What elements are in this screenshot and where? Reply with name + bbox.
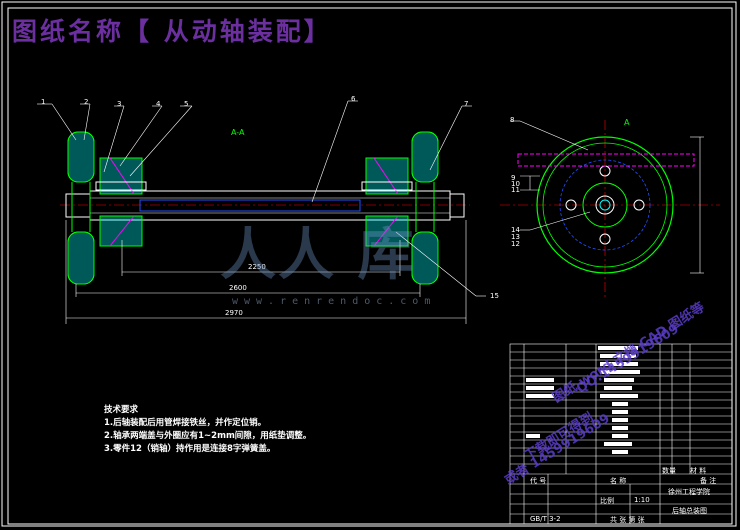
right-wheel-pair [411,131,439,285]
wheel-side-view [500,120,720,300]
blue-shaft-segment [139,199,361,212]
callout-13: 13 [511,233,520,241]
section-label-a-a: A-A [231,128,245,137]
tb-school: 徐州工程学院 [668,488,710,496]
callout-2: 2 [84,98,89,106]
shaft-left-end [65,193,91,218]
note-item-3: 3.零件12（销轴）持作用是连接8字弹簧盖。 [104,444,276,454]
title-block-grid [509,343,733,525]
tb-scale-value: 1:10 [634,496,650,504]
tb-material-label: 材 料 [690,467,707,475]
parts-list-fill [526,346,640,454]
watermark-logo: 人人 库 [220,223,416,288]
dimension-lines [65,220,467,324]
tb-remark-label: 备 注 [700,477,717,485]
callout-8: 8 [510,116,515,124]
right-bearing-housing [361,157,413,247]
note-item-2: 2.轴承两端盖与外圈应有1~2mm间隙，用纸垫调整。 [104,431,312,441]
axle-front-view [37,100,486,324]
callout-10: 10 [511,180,520,188]
callout-12: 12 [511,240,520,248]
callout-11: 11 [511,186,520,194]
callout-4: 4 [156,100,161,108]
technical-notes: 技术要求 1.后轴装配后用管焊接铁丝，并作定位销。 2.轴承两端盖与外圈应有1~… [104,404,311,456]
tb-qty-label: 数量 [662,467,676,475]
drawing-title: 图纸名称【 从动轴装配】 [12,17,332,46]
view-label-a: A [624,118,630,127]
bolt-hole [599,233,611,245]
callout-7: 7 [464,100,469,108]
leader-lines [37,100,486,297]
shaft-right-end [449,193,465,218]
bolt-hole [633,199,645,211]
dim-middle-span: 2600 [229,284,247,292]
callout-14: 14 [511,226,520,234]
callout-6: 6 [351,95,356,103]
inner-frame [7,7,733,525]
callout-5: 5 [184,100,189,108]
tb-sheet: 共 张 第 张 [610,516,645,524]
left-wheel-pair [67,131,95,285]
callout-15: 15 [490,292,499,300]
callout-3: 3 [117,100,122,108]
callout-9: 9 [511,174,516,182]
watermark-url: www.renrendoc.com [232,296,437,307]
tb-name-label: 名 称 [610,477,627,485]
tb-standard: GB/T 3-2 [530,515,561,523]
wheel-outer-circle [536,136,674,274]
dim-inner-span: 2250 [248,263,266,271]
tb-code-label: 代 号 [530,477,547,485]
top-plate [517,153,695,167]
notes-heading: 技术要求 [104,405,139,415]
note-item-1: 1.后轴装配后用管焊接铁丝，并作定位销。 [104,418,267,428]
bolt-hole [565,199,577,211]
callout-1: 1 [41,98,46,106]
dim-overall-length: 2970 [225,309,243,317]
tb-scale-label: 比例 [600,497,614,505]
left-bearing-housing [95,157,147,247]
tb-drawing-name: 后轴总装图 [672,507,707,515]
hub-circle [582,182,628,228]
